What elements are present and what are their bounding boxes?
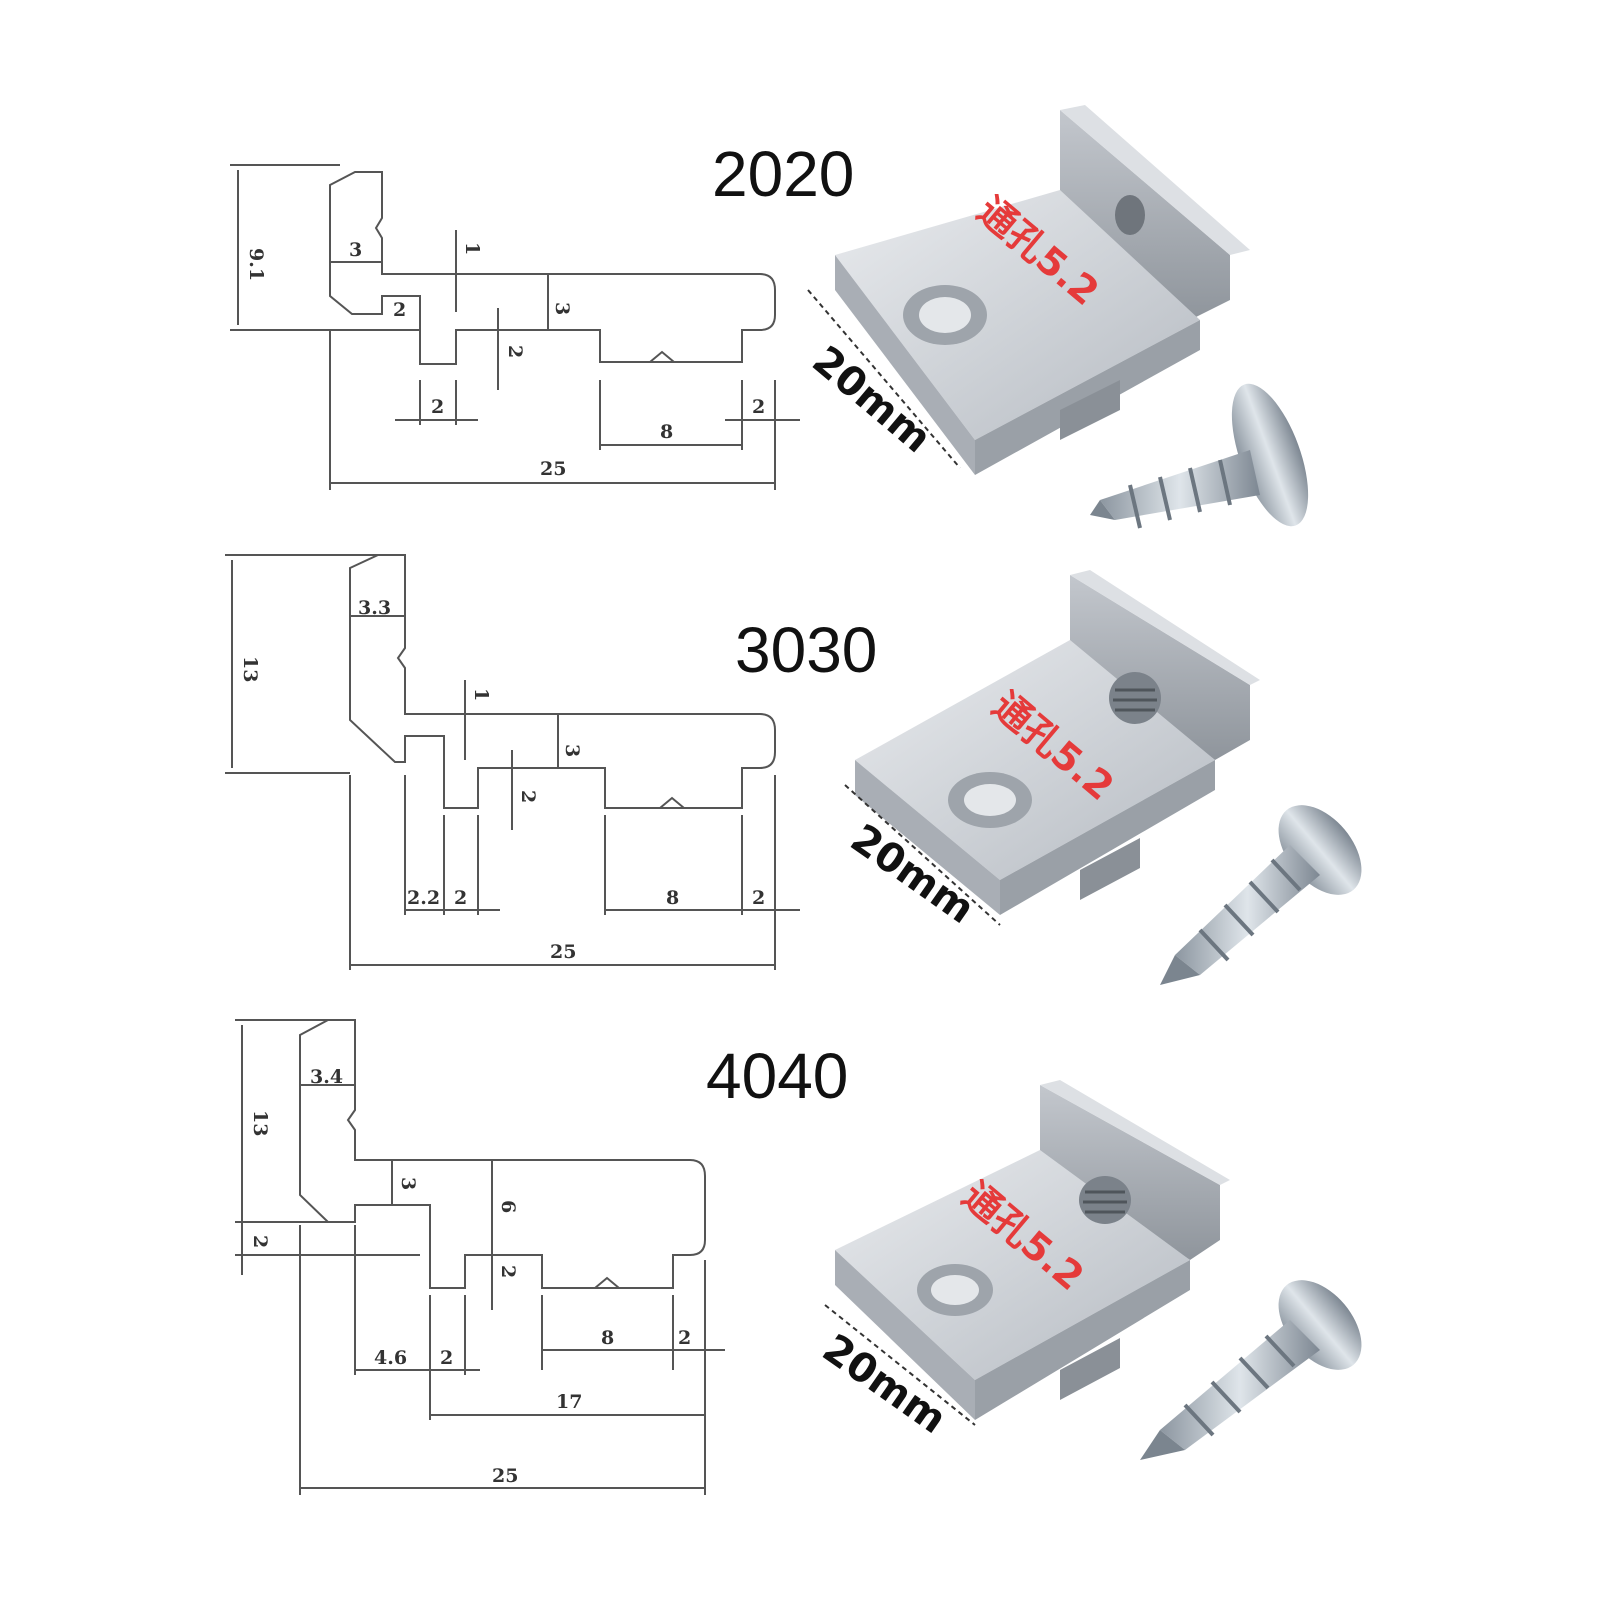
dim-base: 2 <box>249 1235 271 1248</box>
dim-labels-4040: 13 2 3.4 3 6 2 4.6 2 8 2 17 25 <box>249 1066 691 1487</box>
dim-tooth: 2 <box>504 345 526 358</box>
groove-notch-4040 <box>594 1276 620 1289</box>
model-title-3030: 3030 <box>735 614 877 686</box>
bracket-photo-4040 <box>824 1080 1230 1426</box>
row-2020 <box>230 164 800 490</box>
row-3030 <box>225 554 800 970</box>
bracket-photo-3030 <box>844 570 1260 926</box>
dim-gap: 2 <box>454 887 467 909</box>
dim-lip: 3.4 <box>310 1066 343 1088</box>
dim-end: 2 <box>678 1327 691 1349</box>
dim-gap: 2 <box>440 1347 453 1369</box>
dim-tooth: 2 <box>517 790 539 803</box>
dim-end: 2 <box>752 396 765 418</box>
dim-slot: 1 <box>470 688 492 701</box>
dim-step: 2 <box>393 299 406 321</box>
screw-photo-3030 <box>1160 805 1362 985</box>
dim-lip: 3.3 <box>358 597 391 619</box>
dim-labels-3030: 13 3.3 1 3 2 2.2 2 8 2 25 <box>239 597 765 963</box>
dim-groove: 8 <box>601 1327 614 1349</box>
dim-mid: 17 <box>556 1391 582 1413</box>
dim-end: 2 <box>752 887 765 909</box>
dim-height: 9.1 <box>245 248 267 281</box>
dim-web: 3 <box>551 302 573 315</box>
screw-photo-4040 <box>1140 1280 1362 1460</box>
dim-gap: 2 <box>431 396 444 418</box>
dim-offset: 2.2 <box>407 887 440 909</box>
dim-height: 13 <box>249 1110 271 1136</box>
dim-height: 13 <box>239 656 261 682</box>
dim-total: 25 <box>550 941 576 963</box>
model-title-4040: 4040 <box>706 1040 848 1112</box>
dim-web2: 6 <box>497 1200 519 1213</box>
dim-web: 3 <box>397 1177 419 1190</box>
profile-outline-4040 <box>299 1019 706 1289</box>
profile-outline-2020 <box>329 171 776 365</box>
model-title-2020: 2020 <box>712 138 854 210</box>
row-4040 <box>235 1019 725 1495</box>
dim-web: 3 <box>561 744 583 757</box>
dim-offset: 4.6 <box>374 1347 407 1369</box>
dim-slot: 1 <box>461 242 483 255</box>
dim-groove: 8 <box>660 421 673 443</box>
dim-lip: 3 <box>349 239 362 261</box>
groove-notch-2020 <box>649 350 675 363</box>
groove-notch-3030 <box>659 796 685 809</box>
dim-total: 25 <box>540 458 566 480</box>
dim-total: 25 <box>492 1465 518 1487</box>
dim-tooth: 2 <box>497 1265 519 1278</box>
profile-outline-3030 <box>349 554 776 809</box>
dim-groove: 8 <box>666 887 679 909</box>
dim-labels-2020: 9.1 3 1 3 2 2 2 8 2 25 <box>245 239 765 480</box>
screw-photo-2020 <box>1090 383 1309 529</box>
bracket-photo-2020 <box>807 105 1250 475</box>
